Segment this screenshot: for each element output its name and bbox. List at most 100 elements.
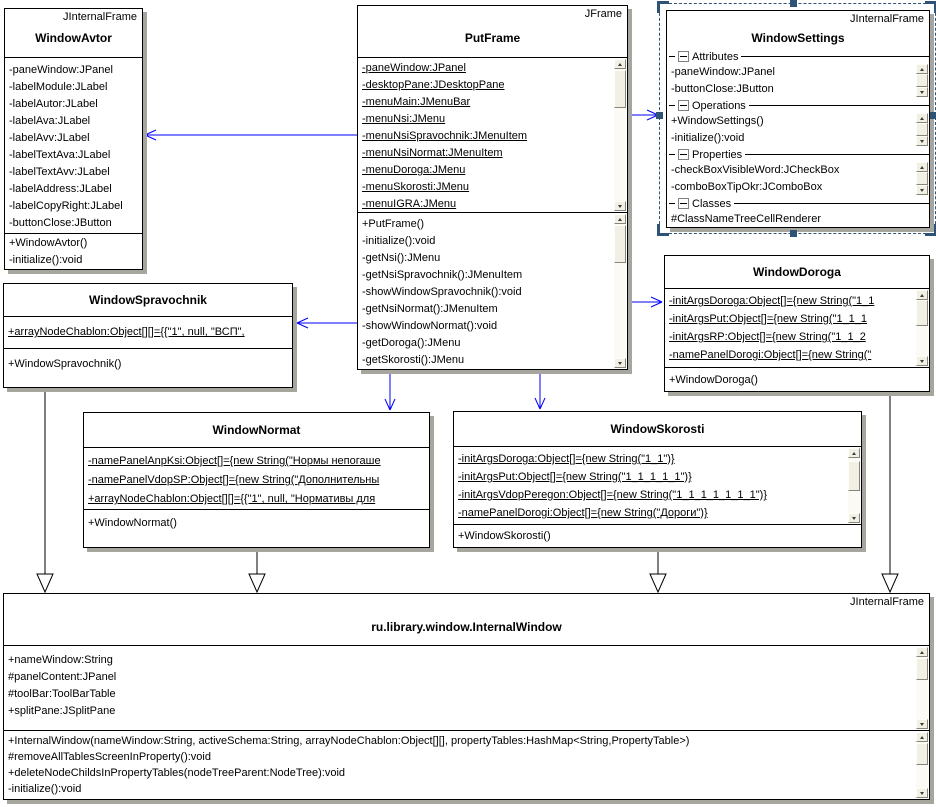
attribute-row[interactable]: -initArgsPut:Object[]={new String("1_1_1… [454,468,861,486]
attribute-row[interactable]: -buttonClose:JButton [5,215,142,232]
operation-row[interactable]: +WindowNormat() [84,515,429,532]
vertical-scrollbar[interactable] [916,64,928,97]
attribute-row[interactable]: -namePanelDorogi:Object[]={new String("Д… [454,504,861,522]
generalization-windowspravochnik-internalwindow[interactable] [36,388,54,594]
scroll-thumb[interactable] [916,743,928,765]
attribute-row[interactable]: -labelAutor:JLabel [5,96,142,113]
association-putframe-windowsettings[interactable] [628,109,659,121]
attribute-row[interactable]: -menuSkorosti:JMenu [358,179,627,196]
scroll-down-button[interactable] [916,788,928,798]
operation-row[interactable]: #removeAllTablesScreenInProperty():void [4,749,929,765]
attribute-row[interactable]: -desktopPane:JDesktopPane [358,77,627,94]
scroll-down-button[interactable] [916,185,928,195]
attribute-row[interactable]: -labelCopyRight:JLabel [5,198,142,215]
scroll-thumb[interactable] [916,123,928,136]
scroll-up-button[interactable] [916,290,928,300]
attribute-row[interactable]: -labelAddress:JLabel [5,181,142,198]
attribute-row[interactable]: #panelContent:JPanel [4,669,929,686]
operation-row[interactable]: -showWindowSpravochnik():void [358,284,627,301]
scroll-thumb[interactable] [848,461,860,491]
scroll-thumb[interactable] [614,70,626,108]
attribute-row[interactable]: -labelAva:JLabel [5,113,142,130]
association-putframe-windowskorosti[interactable] [534,370,546,410]
attribute-row[interactable]: -buttonClose:JButton [667,81,929,98]
attribute-row[interactable]: -menuIGRA:JMenu [358,196,627,212]
operation-row[interactable]: +WindowSettings() [667,113,929,130]
attribute-row[interactable]: -initArgsPut:Object[]={new String("1_1_1 [665,310,929,328]
selection-corner[interactable] [657,1,669,13]
operation-row[interactable]: -initialize():void [4,781,929,797]
attribute-row[interactable]: -namePanelDorogi:Object[]={new String(" [665,346,929,364]
vertical-scrollbar[interactable] [916,732,928,798]
selection-handle[interactable] [790,230,797,237]
vertical-scrollbar[interactable] [916,647,928,729]
attribute-row[interactable]: +arrayNodeChablon:Object[][]={{"1", null… [84,490,429,509]
generalization-windowskorosti-internalwindow[interactable] [649,548,667,594]
scroll-up-button[interactable] [848,448,860,458]
scroll-thumb[interactable] [916,300,928,326]
generalization-windownormat-internalwindow[interactable] [248,548,266,594]
selection-corner[interactable] [925,224,936,236]
association-putframe-windowspravochnik[interactable] [296,317,357,329]
operation-row[interactable]: +deleteNodeChildsInPropertyTables(nodeTr… [4,765,929,781]
scroll-down-button[interactable] [848,513,860,523]
scroll-thumb[interactable] [916,172,928,185]
class-box-window-doroga[interactable]: WindowDoroga -initArgsDoroga:Object[]={n… [664,255,930,392]
attribute-row[interactable]: -paneWindow:JPanel [667,64,929,81]
operation-row[interactable]: -getDoroga():JMenu [358,335,627,352]
attribute-row[interactable]: -initArgsRP:Object[]={new String("1_1_2 [665,328,929,346]
scroll-thumb[interactable] [614,225,626,263]
class-box-window-skorosti[interactable]: WindowSkorosti -initArgsDoroga:Object[]=… [453,411,862,548]
attribute-row[interactable]: -menuNsiNormat:JMenuItem [358,145,627,162]
selection-corner[interactable] [657,224,669,236]
association-putframe-windowdoroga[interactable] [628,296,663,308]
collapse-icon[interactable] [678,149,689,160]
selection-handle[interactable] [656,112,663,119]
class-box-window-avtor[interactable]: JInternalFrame WindowAvtor -paneWindow:J… [4,8,143,270]
operation-row[interactable]: -initialize():void [358,233,627,250]
scroll-up-button[interactable] [916,647,928,657]
operation-row[interactable]: +WindowSpravochnik() [4,356,292,373]
operation-row[interactable]: -getSkorosti():JMenu [358,352,627,369]
attribute-row[interactable]: -initArgsDoroga:Object[]={new String("1_… [665,292,929,310]
attribute-row[interactable]: -namePanelAnpKsi:Object[]={new String("Н… [84,452,429,471]
operation-row[interactable]: -showWindowNormat():void [358,318,627,335]
class-box-putframe[interactable]: JFrame PutFrame -paneWindow:JPanel-deskt… [357,5,628,370]
vertical-scrollbar[interactable] [614,59,626,211]
scroll-up-button[interactable] [614,214,626,224]
vertical-scrollbar[interactable] [916,290,928,366]
operation-row[interactable]: +WindowSkorosti() [454,527,861,545]
attribute-row[interactable]: -menuNsiSpravochnik:JMenuItem [358,128,627,145]
vertical-scrollbar[interactable] [614,214,626,368]
attribute-row[interactable]: -paneWindow:JPanel [358,60,627,77]
operation-row[interactable]: +PutFrame() [358,216,627,233]
operation-row[interactable]: -getNsiSpravochnik():JMenuItem [358,267,627,284]
operation-row[interactable]: -initialize():void [667,130,929,147]
class-box-window-settings[interactable]: JInternalFrame WindowSettings Attributes… [666,10,930,228]
operation-row[interactable]: -getNsi():JMenu [358,250,627,267]
attribute-row[interactable]: -labelTextAvv:JLabel [5,164,142,181]
vertical-scrollbar[interactable] [916,162,928,195]
attribute-row[interactable]: -labelModule:JLabel [5,79,142,96]
class-box-window-spravochnik[interactable]: WindowSpravochnik +arrayNodeChablon:Obje… [3,283,293,388]
collapse-icon[interactable] [678,100,689,111]
scroll-down-button[interactable] [916,719,928,729]
selection-handle[interactable] [790,0,797,7]
association-putframe-windownormat[interactable] [384,370,396,411]
generalization-windowdoroga-internalwindow[interactable] [881,392,899,594]
scroll-up-button[interactable] [916,162,928,172]
operation-row[interactable]: -getNsiNormat():JMenuItem [358,301,627,318]
attribute-row[interactable]: -initArgsVdopPeregon:Object[]={new Strin… [454,486,861,504]
attribute-row[interactable]: -namePanelVdopSP:Object[]={new String("Д… [84,471,429,490]
selection-handle[interactable] [930,112,936,119]
association-putframe-windowavtor[interactable] [144,129,357,141]
scroll-up-button[interactable] [916,732,928,742]
scroll-down-button[interactable] [916,87,928,97]
attribute-row[interactable]: -menuNsi:JMenu [358,111,627,128]
scroll-up-button[interactable] [614,59,626,69]
scroll-down-button[interactable] [916,136,928,146]
scroll-up-button[interactable] [916,113,928,123]
scroll-up-button[interactable] [916,64,928,74]
attribute-row[interactable]: -menuDoroga:JMenu [358,162,627,179]
scroll-down-button[interactable] [916,356,928,366]
